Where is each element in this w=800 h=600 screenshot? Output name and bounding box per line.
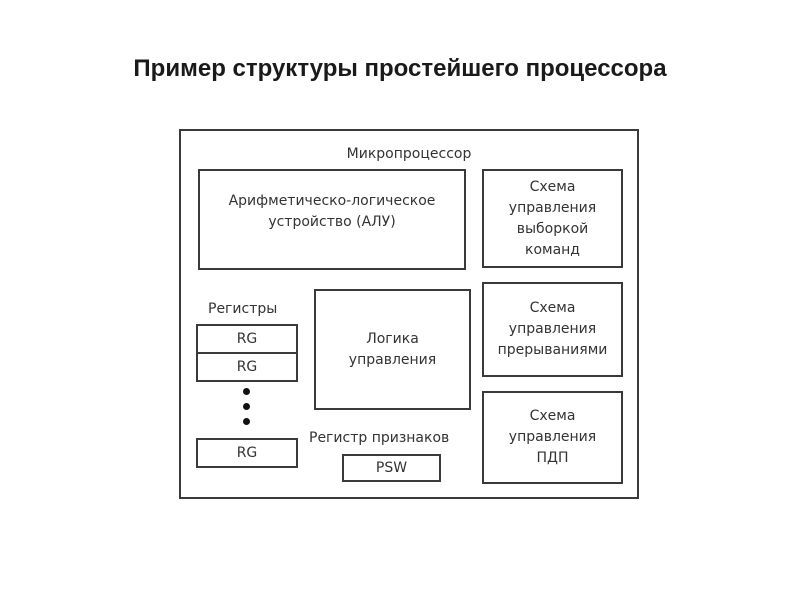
control-logic-block: Логика управления — [314, 289, 471, 410]
ellipsis-dot — [243, 418, 250, 425]
psw-register-block: PSW — [342, 454, 441, 482]
interrupt-control-block: Схема управления прерываниями — [482, 282, 623, 377]
alu-block: Арифметическо-логическое устройство (АЛУ… — [198, 169, 466, 270]
microprocessor-label: Микропроцессор — [346, 146, 472, 162]
flags-register-label: Регистр признаков — [309, 430, 450, 446]
register-block: RG — [196, 438, 298, 468]
microprocessor-diagram: Микропроцессор Арифметическо-логическое … — [179, 129, 639, 499]
ellipsis-dot — [243, 403, 250, 410]
fetch-control-block: Схема управления выборкой команд — [482, 169, 623, 268]
ellipsis-dot — [243, 388, 250, 395]
registers-label: Регистры — [208, 301, 278, 317]
slide-title: Пример структуры простейшего процессора — [133, 55, 667, 82]
dma-control-block: Схема управления ПДП — [482, 391, 623, 484]
register-block: RG — [196, 324, 298, 354]
register-block: RG — [196, 352, 298, 382]
